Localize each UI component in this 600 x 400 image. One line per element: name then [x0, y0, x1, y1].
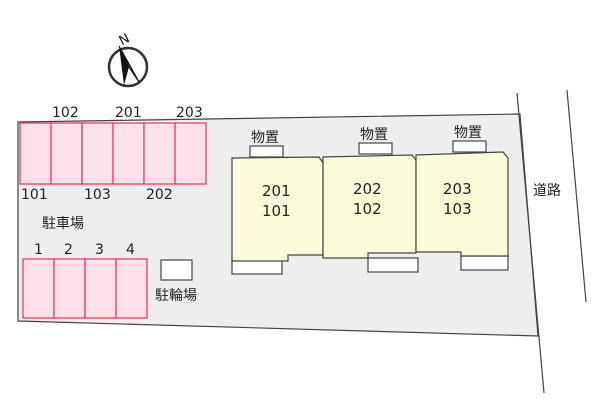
building-unit-upper: 201	[262, 182, 291, 200]
building-outline	[322, 154, 417, 259]
parking-upper-label: 102	[52, 105, 79, 121]
building-outline	[231, 156, 324, 262]
compass-arrow-dark	[119, 46, 129, 85]
parking-top-row	[19, 122, 207, 185]
parking-space-top-4	[112, 122, 145, 185]
parking-space-top-1	[19, 122, 52, 185]
compass-arrow-light	[118, 45, 140, 83]
road-edge-right	[566, 89, 587, 303]
storage-shed	[358, 142, 393, 155]
parking-space-bottom-1	[22, 258, 55, 319]
balcony	[367, 257, 419, 273]
parking-upper-label: 201	[115, 105, 142, 121]
building-unit-upper: 202	[353, 180, 382, 198]
building-3: 203 103	[415, 151, 509, 257]
storage-label: 物置	[454, 125, 482, 141]
parking-bottom-row	[22, 258, 148, 319]
building-unit-lower: 102	[353, 200, 382, 218]
parking-number-label: 2	[64, 242, 73, 258]
storage-label: 物置	[360, 127, 388, 143]
parking-space-top-6	[174, 122, 207, 185]
building-unit-upper: 203	[443, 180, 472, 198]
bicycle-parking-label: 駐輪場	[155, 287, 197, 304]
parking-number-label: 3	[95, 242, 104, 258]
building-unit-lower: 101	[262, 202, 291, 220]
compass: N	[107, 31, 149, 88]
parking-space-top-5	[143, 122, 176, 185]
parking-space-top-3	[81, 122, 114, 185]
parking-number-label: 1	[34, 242, 43, 258]
road-edge-left	[516, 92, 545, 394]
parking-space-bottom-4	[115, 258, 148, 319]
parking-space-bottom-2	[53, 258, 86, 319]
storage-shed	[249, 145, 284, 158]
building-1: 201 101	[231, 156, 324, 262]
parking-space-bottom-3	[84, 258, 117, 319]
storage-shed	[452, 140, 487, 153]
building-outline	[415, 151, 509, 257]
bicycle-parking	[160, 259, 193, 281]
balcony	[231, 259, 283, 275]
parking-label: 駐車場	[42, 215, 84, 232]
parking-lower-label: 101	[21, 187, 48, 203]
storage-label: 物置	[251, 130, 279, 146]
parking-upper-label: 203	[176, 105, 203, 121]
parking-number-label: 4	[126, 242, 135, 258]
parking-lower-label: 103	[84, 187, 111, 203]
balcony	[460, 255, 509, 271]
parking-lower-label: 202	[146, 187, 173, 203]
parking-space-top-2	[50, 122, 83, 185]
road-label: 道路	[533, 183, 561, 199]
building-2: 202 102	[322, 154, 417, 259]
building-unit-lower: 103	[443, 200, 472, 218]
